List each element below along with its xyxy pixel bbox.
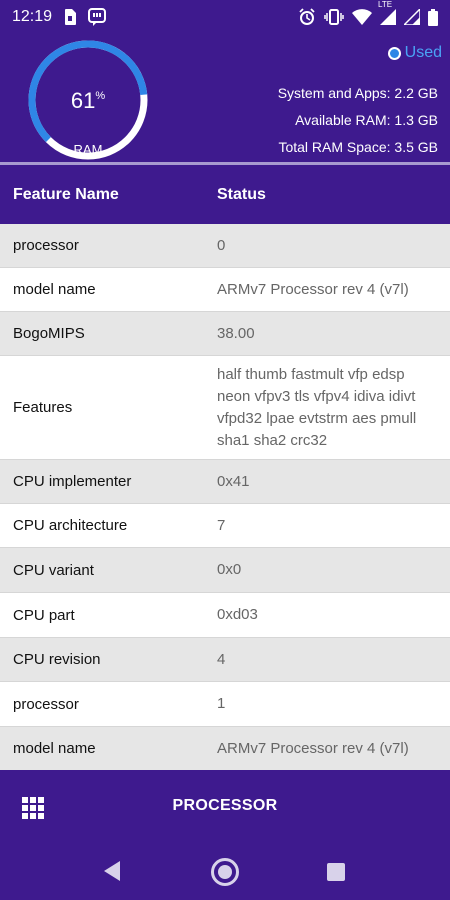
feature-status: 38.00 <box>217 324 255 342</box>
table-row: CPU architecture 7 <box>0 504 450 548</box>
feature-status: 0xd03 <box>217 606 258 623</box>
ram-summary: 61% RAM Used System and Apps: 2.2 GB Ava… <box>0 34 450 162</box>
table-row: model name ARMv7 Processor rev 4 (v7l) <box>0 268 450 312</box>
messenger-icon <box>88 8 107 26</box>
table-row: CPU variant 0x0 <box>0 548 450 593</box>
feature-name: CPU architecture <box>13 517 128 534</box>
used-legend-dot-icon <box>387 46 401 60</box>
ram-available: Available RAM: 1.3 GB <box>295 112 438 128</box>
feature-status: ARMv7 Processor rev 4 (v7l) <box>217 280 409 298</box>
feature-name: Features <box>13 399 73 416</box>
signal-icon-2 <box>404 9 420 25</box>
feature-status: 0x41 <box>217 472 250 490</box>
table-row: model name ARMv7 Processor rev 4 (v7l) <box>0 727 450 770</box>
ram-legend-label: Used <box>404 44 442 61</box>
feature-status: ARMv7 Processor rev 4 (v7l) <box>217 739 409 757</box>
signal-icon: LTE <box>378 0 396 25</box>
section-title: PROCESSOR <box>172 797 278 814</box>
wifi-icon <box>352 9 372 25</box>
feature-status: 1 <box>217 695 226 712</box>
ram-percent-symbol: % <box>95 90 106 102</box>
back-icon[interactable] <box>98 857 126 885</box>
ram-percent: 61% <box>22 88 154 114</box>
ram-gauge-used-arc <box>28 40 148 143</box>
vibrate-icon <box>324 9 344 25</box>
table-row: CPU implementer 0x41 <box>0 460 450 504</box>
ram-percent-value: 61 <box>70 88 96 113</box>
feature-status: 4 <box>217 650 226 668</box>
feature-name: model name <box>13 281 96 298</box>
feature-name: CPU variant <box>13 561 94 579</box>
feature-name: CPU part <box>13 606 75 624</box>
feature-name: processor <box>13 237 79 254</box>
ram-total: Total RAM Space: 3.5 GB <box>278 139 438 155</box>
bottom-app-bar: PROCESSOR <box>0 770 450 842</box>
home-icon[interactable] <box>209 856 241 888</box>
network-type-label: LTE <box>378 0 393 9</box>
ram-system-apps: System and Apps: 2.2 GB <box>277 85 438 101</box>
recents-icon[interactable] <box>322 858 350 886</box>
feature-status: half thumb fastmult vfp edsp neon vfpv3 … <box>217 365 417 449</box>
feature-name: BogoMIPS <box>13 325 85 342</box>
feature-name: model name <box>13 740 96 757</box>
feature-table[interactable]: processor 0 model name ARMv7 Processor r… <box>0 224 450 770</box>
table-row: CPU part 0xd03 <box>0 593 450 638</box>
table-row: Features half thumb fastmult vfp edsp ne… <box>0 356 450 460</box>
ram-gauge-label: RAM <box>73 142 103 157</box>
column-header-status: Status <box>217 186 266 203</box>
battery-icon <box>428 8 438 26</box>
status-bar: 12:19 LTE <box>0 0 450 34</box>
table-header: Feature Name Status <box>0 165 450 224</box>
header-divider <box>0 162 450 165</box>
table-row: BogoMIPS 38.00 <box>0 312 450 356</box>
feature-status: 7 <box>217 516 226 534</box>
table-row: processor 0 <box>0 224 450 268</box>
ram-stats: System and Apps: 2.2 GB Available RAM: 1… <box>278 80 438 161</box>
navigation-bar <box>0 842 450 900</box>
feature-status: 0 <box>217 236 226 254</box>
ram-gauge: 61% RAM <box>22 38 154 162</box>
ram-legend: Used <box>387 44 442 62</box>
sim-card-icon <box>64 9 77 25</box>
status-time: 12:19 <box>12 8 53 25</box>
feature-name: CPU revision <box>13 651 101 668</box>
grid-menu-icon[interactable] <box>22 797 44 819</box>
column-header-feature-name: Feature Name <box>13 186 119 203</box>
table-row: CPU revision 4 <box>0 638 450 682</box>
feature-status: 0x0 <box>217 561 242 578</box>
table-row: processor 1 <box>0 682 450 727</box>
feature-name: processor <box>13 695 79 713</box>
alarm-icon <box>298 8 316 26</box>
feature-name: CPU implementer <box>13 473 132 490</box>
